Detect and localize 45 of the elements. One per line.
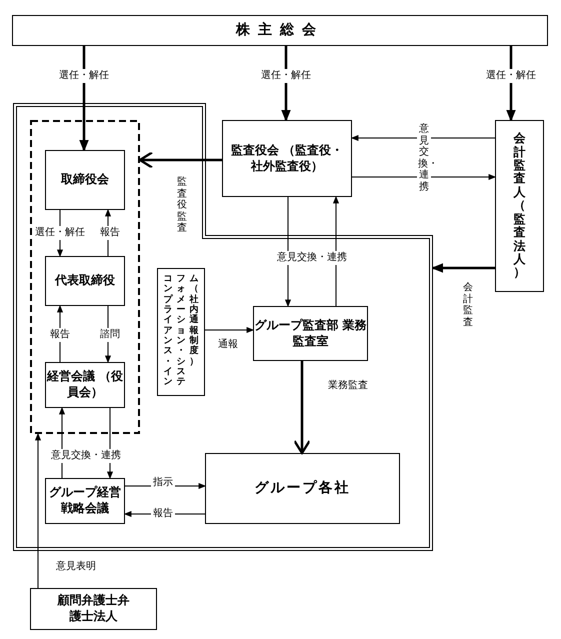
- box-text: グループ監査部 業務監査室: [254, 318, 367, 350]
- organization-box: [45, 362, 125, 408]
- edge-label: 選任・解任: [259, 69, 313, 83]
- box-text: 経営会議 （役員会）: [46, 369, 124, 401]
- edge-label: 選任・解任: [484, 69, 538, 83]
- box-text: グループ各社: [254, 479, 350, 498]
- box-text: 取締役会: [61, 172, 109, 188]
- edge-label: 意見交換・連携: [49, 449, 123, 463]
- edge-label: 報告: [98, 226, 122, 240]
- organization-box: [222, 120, 352, 197]
- vertical-text-box: [495, 120, 544, 292]
- organization-box: [30, 588, 157, 630]
- organization-box: [45, 256, 125, 306]
- organization-box: [45, 478, 125, 524]
- edge-label: 報告: [48, 328, 72, 342]
- arrow: [204, 327, 254, 333]
- edge-label: 選任・解任: [33, 226, 87, 240]
- arrow: [333, 196, 339, 306]
- edge-label: 選任・解任: [57, 69, 111, 83]
- arrow: [57, 305, 63, 362]
- organization-box: [205, 453, 400, 524]
- arrow: [432, 263, 495, 273]
- arrow: [79, 46, 89, 152]
- arrow: [293, 361, 311, 454]
- arrow: [352, 174, 496, 180]
- box-text: グループ経営戦略会議: [48, 485, 122, 517]
- arrow: [285, 196, 291, 307]
- arrow: [138, 151, 222, 169]
- box-text: コンプライアンス・インフォメーション・システム（社内通報制度）: [163, 274, 199, 390]
- arrow: [35, 433, 41, 588]
- box-text: 会計監査人（監査法人）: [512, 132, 526, 280]
- edge-label: 諮問: [98, 328, 122, 342]
- meeting-box: [12, 15, 548, 46]
- vertical-text-box: [157, 268, 205, 396]
- dashed-group-box: [30, 120, 140, 434]
- box-text: 顧問弁護士弁護士法人: [56, 593, 130, 625]
- double-line-frame: [13, 103, 433, 551]
- organization-box: [253, 306, 368, 361]
- box-text: 代表取締役: [55, 273, 115, 289]
- edge-label: 意見交換・連携: [275, 251, 349, 265]
- arrow: [351, 135, 496, 141]
- box-text: 株主総会: [236, 21, 324, 40]
- box-text: 監査役会 （監査役・社外監査役）: [230, 142, 344, 174]
- organization-box: [45, 150, 125, 210]
- arrow: [124, 483, 206, 489]
